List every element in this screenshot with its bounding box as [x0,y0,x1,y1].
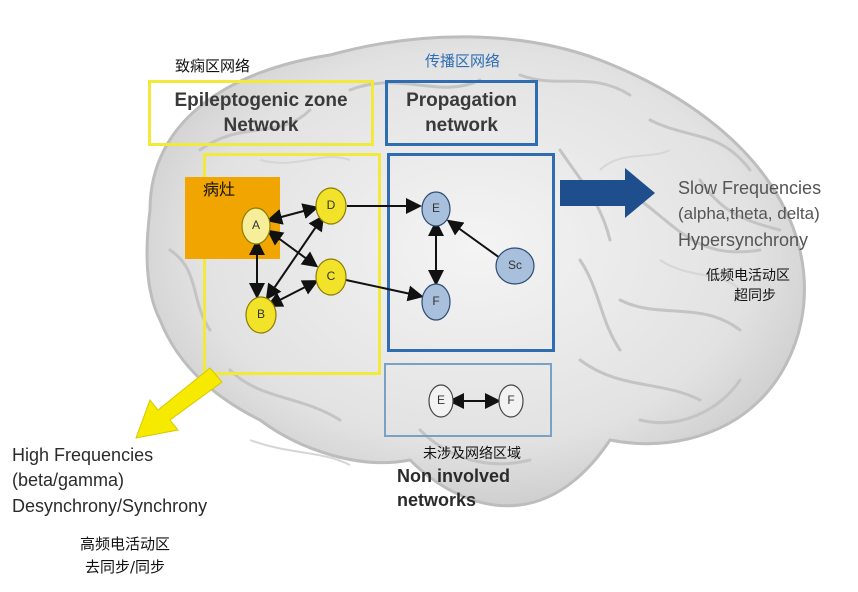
high-frequencies-line1: High Frequencies [12,445,154,465]
epileptogenic-zone-title-line2: Network [223,115,299,136]
node-f-label: F [432,294,440,308]
slow-frequencies-line2: (alpha,theta, delta) [678,204,820,223]
slow-frequencies-cn-line1: 低频电活动区 [706,268,790,284]
edge-b-c [266,280,319,307]
high-frequencies-cn-line1: 高频电活动区 [80,535,171,553]
propagation-title-line2: network [425,115,498,136]
node-e2-label: E [436,393,445,407]
arrow-down-left-icon [135,367,223,439]
high-frequencies-cn-line2: 去同步/同步 [85,558,166,576]
node-e-label: E [431,201,440,215]
node-e [421,191,451,227]
node-f2 [498,384,524,418]
non-involved-line2: networks [397,490,477,510]
high-frequencies-line2: (beta/gamma) [12,470,125,490]
node-d-label: D [326,198,336,212]
node-f [421,283,451,321]
propagation-title-box [385,80,538,146]
node-c [315,258,347,296]
slow-frequencies-line1: Slow Frequencies [678,178,822,198]
node-sc-label: Sc [507,258,522,272]
epileptogenic-zone-title-line1: Epileptogenic zone [174,90,348,111]
propagation-cn-label: 传播区网络 [425,52,501,70]
propagation-network-box [387,153,555,352]
lesion-focus-label: 病灶 [203,180,236,199]
node-c-label: C [326,269,336,283]
node-a [241,207,271,245]
epileptogenic-network-box [203,153,381,375]
edge-e-sc [446,219,501,259]
node-f2-label: F [507,393,515,407]
edge-c-f [345,279,424,302]
epileptogenic-zone-title-box [148,80,374,146]
slow-frequencies-line3: Hypersynchrony [678,230,809,250]
node-e2 [428,384,454,418]
non-involved-network-box [384,363,552,437]
node-b [245,296,277,334]
non-involved-line1: Non involved [397,466,511,486]
node-a-label: A [251,218,260,232]
non-involved-cn-label: 未涉及网络区域 [423,446,521,462]
arrow-right-icon [560,168,655,218]
node-b-label: B [256,307,265,321]
propagation-title-line1: Propagation [406,90,517,111]
edge-a-d [266,203,319,225]
node-sc [495,247,535,285]
high-frequencies-line3: Desynchrony/Synchrony [12,496,208,516]
node-d [315,187,347,225]
slow-frequencies-cn-line2: 超同步 [734,288,776,304]
edge-b-d [265,214,325,301]
epileptogenic-zone-cn-label: 致痫区网络 [175,57,251,75]
